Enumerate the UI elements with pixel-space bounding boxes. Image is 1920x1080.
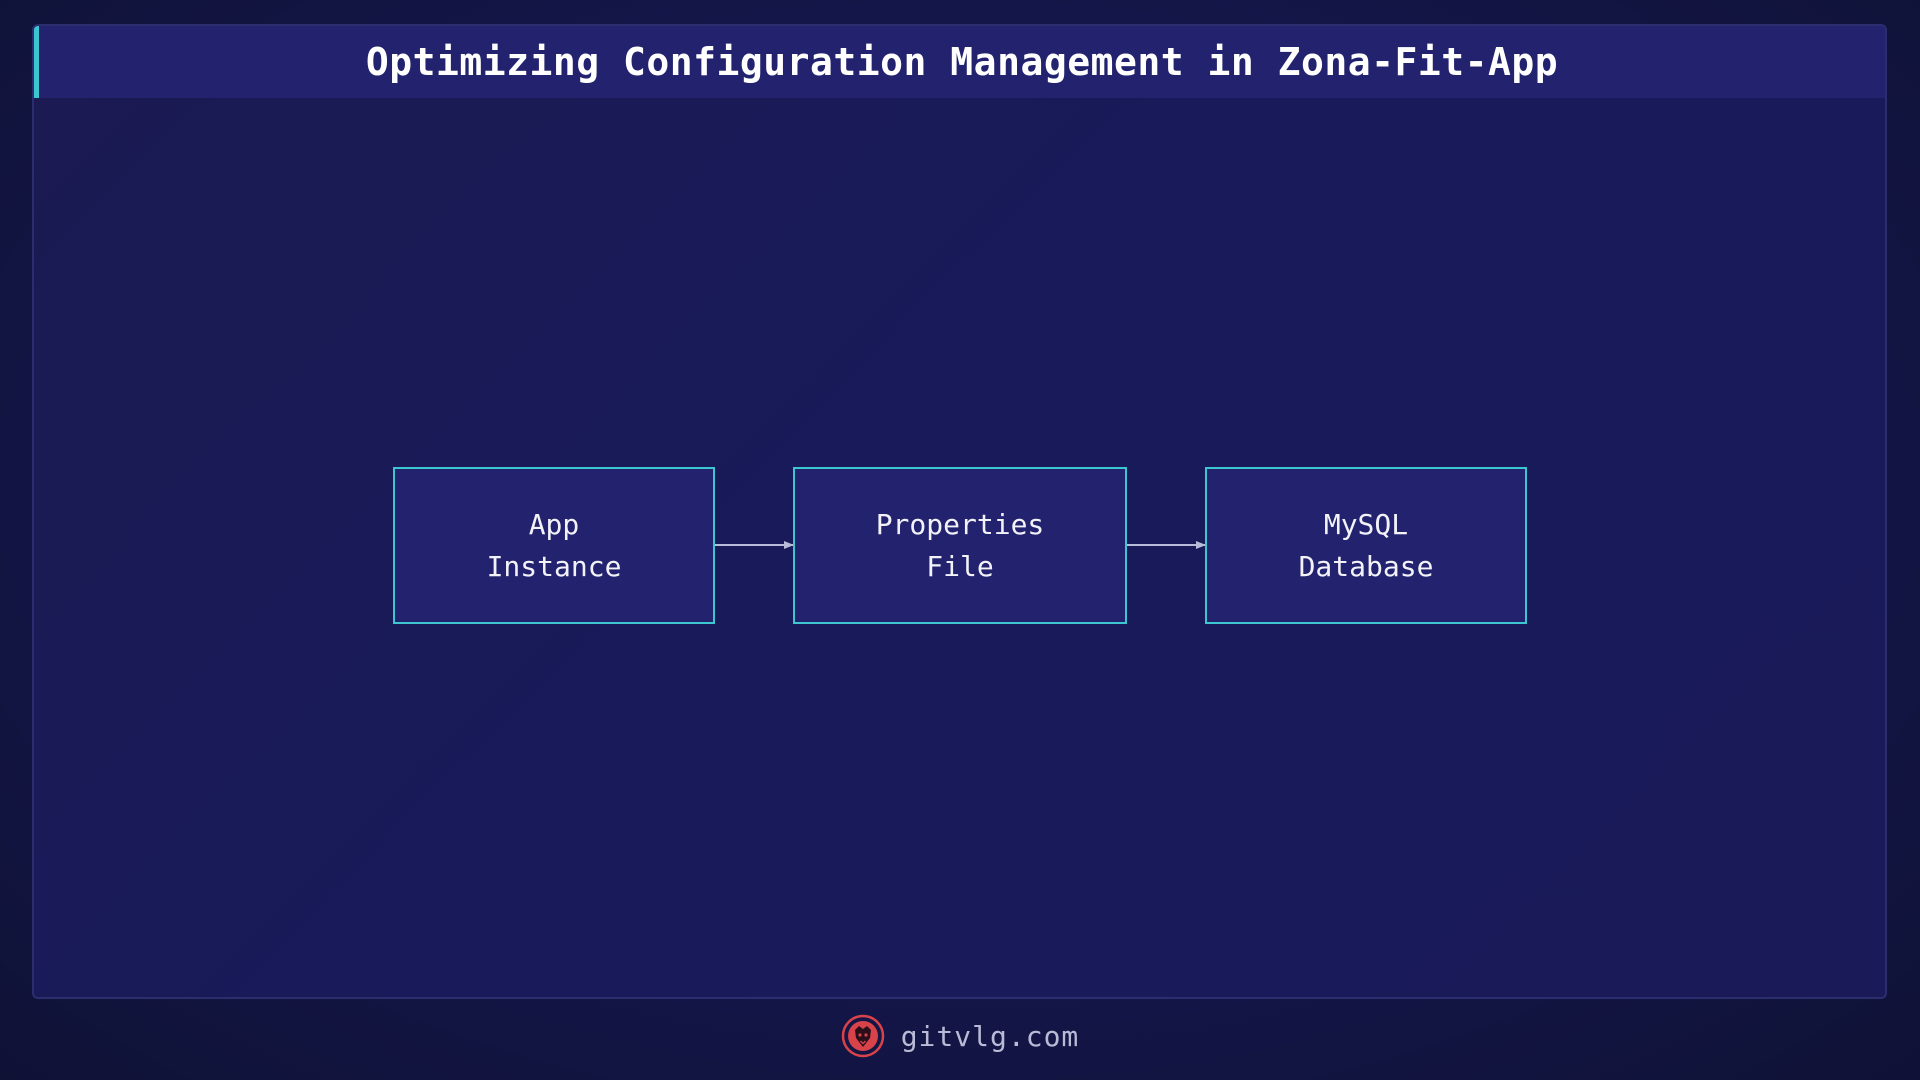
page-title: Optimizing Configuration Management in Z… bbox=[365, 40, 1559, 84]
node-label: Properties File bbox=[875, 507, 1045, 583]
title-bar: Optimizing Configuration Management in Z… bbox=[34, 26, 1885, 98]
node-app-instance: App Instance bbox=[393, 467, 715, 624]
node-mysql-database: MySQL Database bbox=[1205, 467, 1527, 624]
node-label: MySQL Database bbox=[1298, 507, 1434, 583]
node-properties-file: Properties File bbox=[793, 467, 1127, 624]
diagram-panel: Optimizing Configuration Management in Z… bbox=[32, 24, 1887, 999]
lion-head-icon bbox=[841, 1014, 884, 1058]
node-label: App Instance bbox=[486, 507, 622, 583]
footer-site-link[interactable]: gitvlg.com bbox=[900, 1019, 1080, 1053]
footer: gitvlg.com bbox=[0, 1010, 1920, 1062]
